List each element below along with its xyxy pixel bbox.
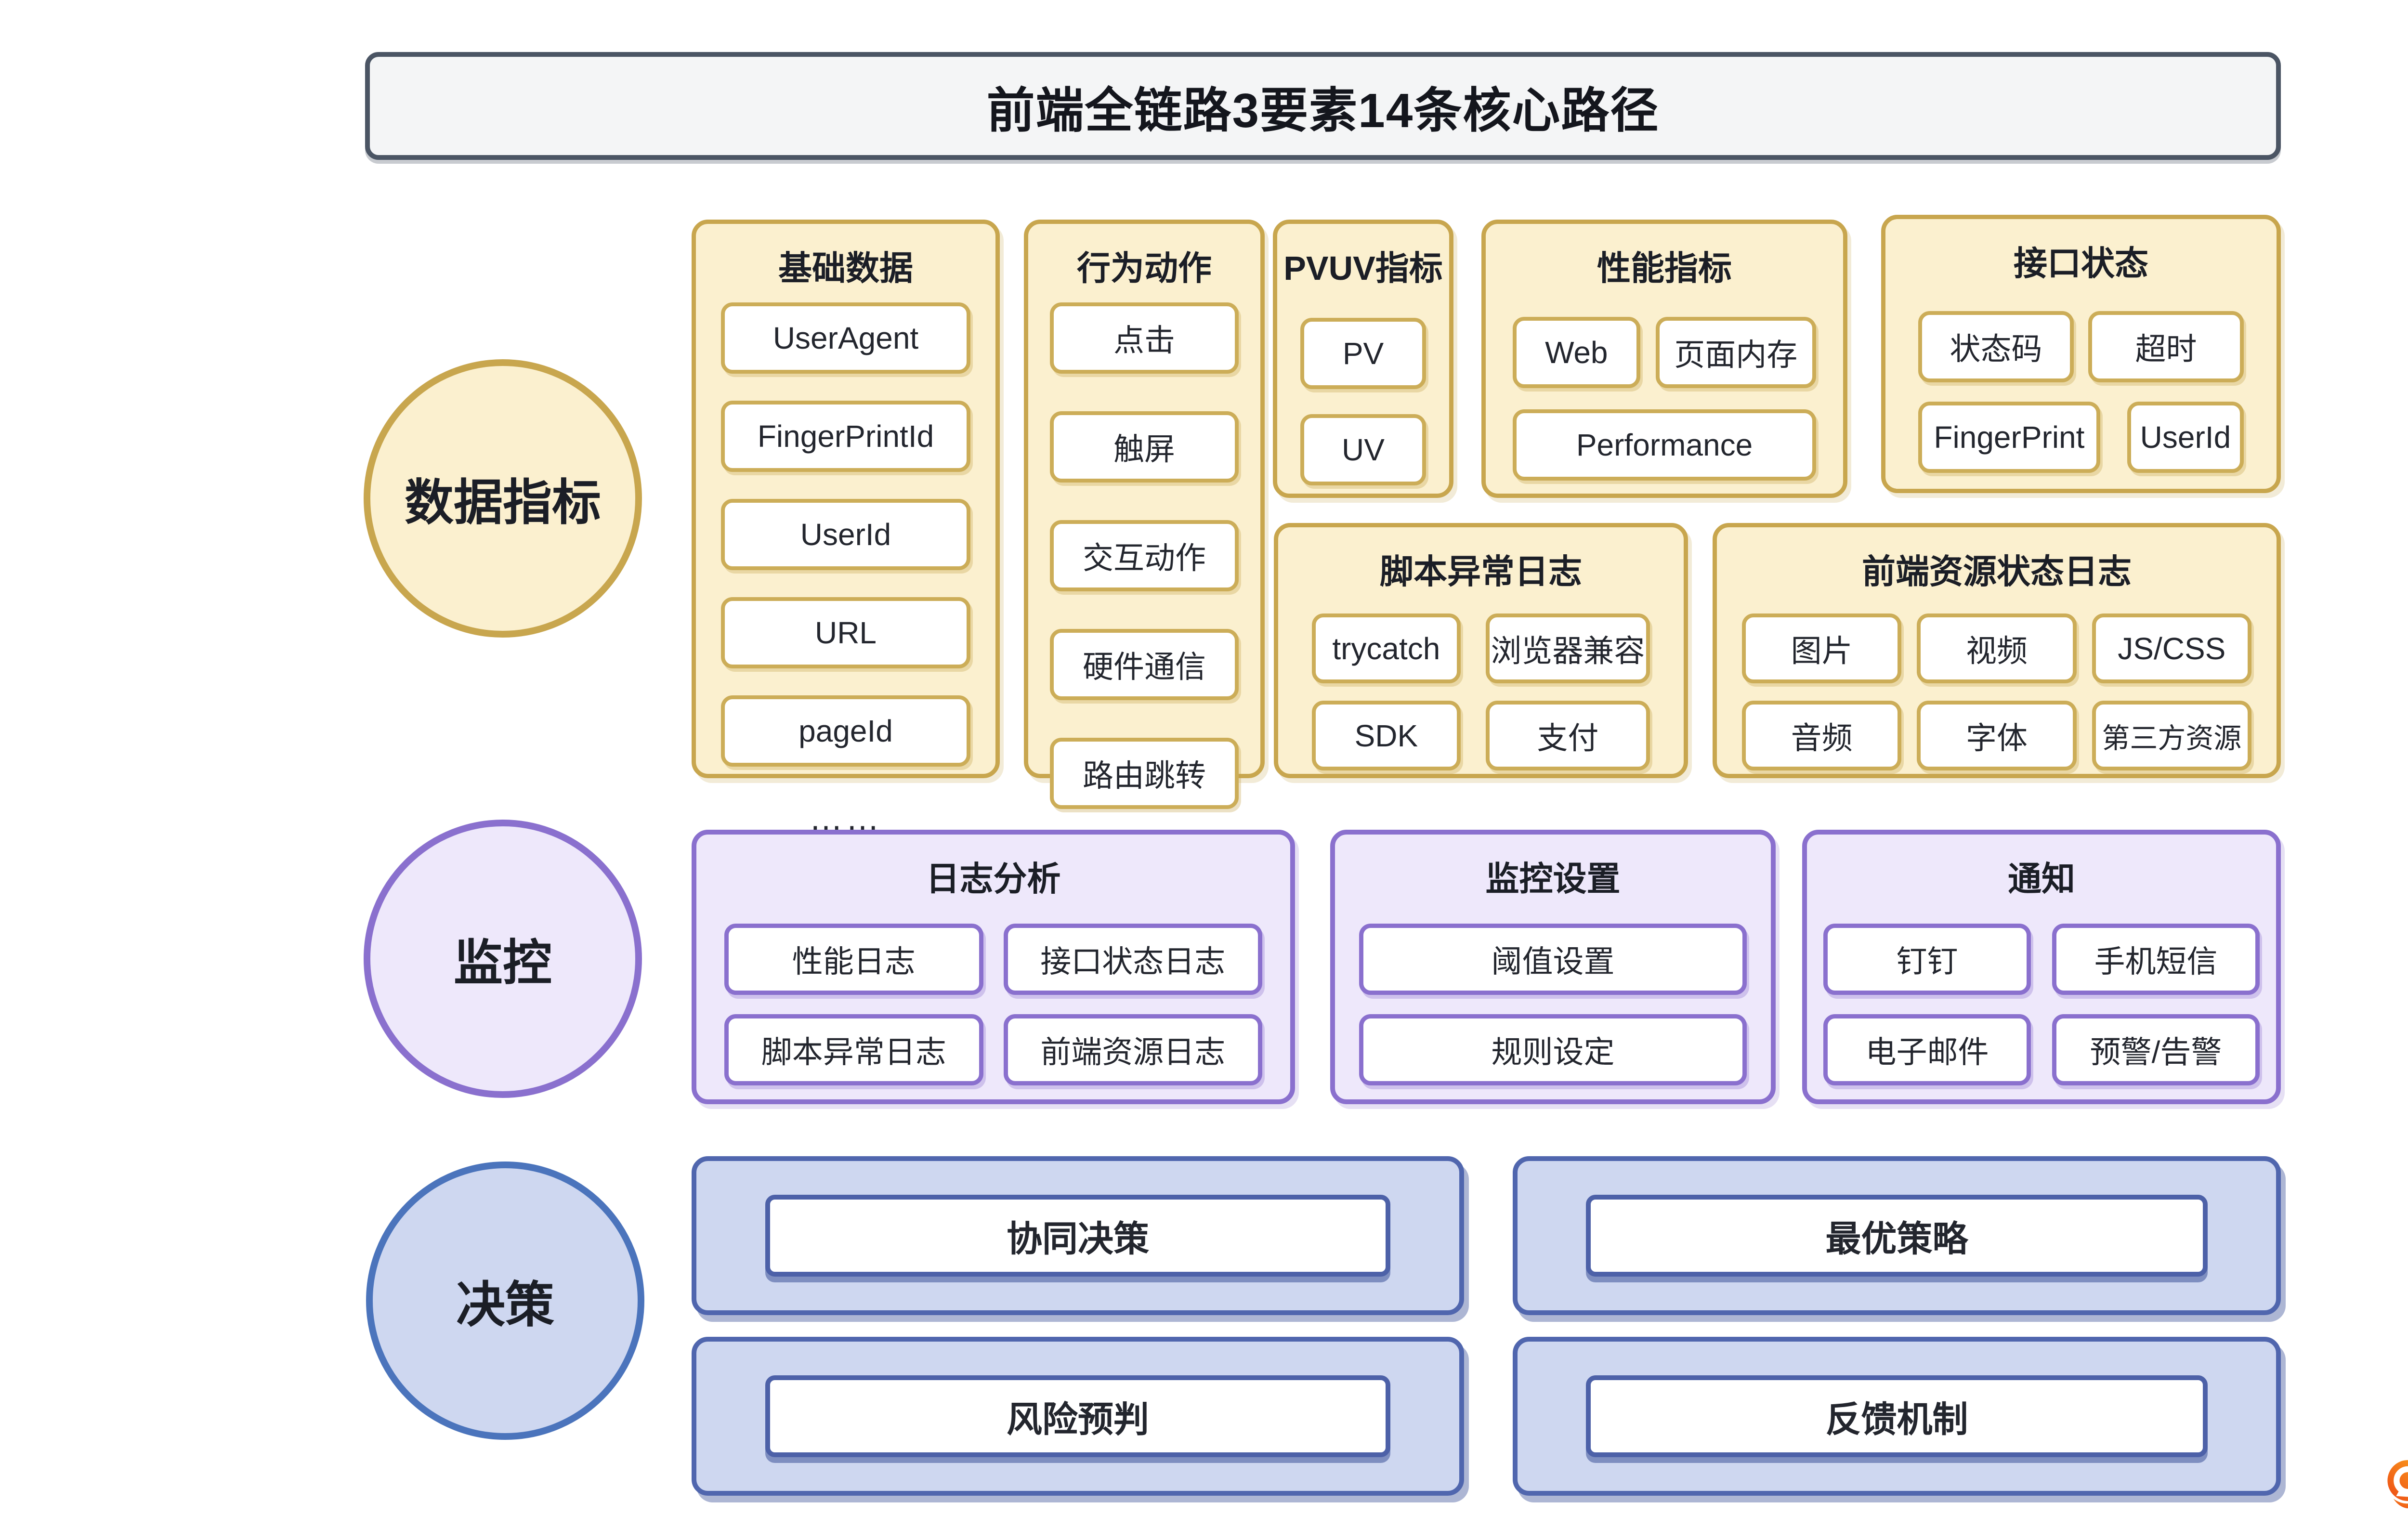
item-fingerprintid: FingerPrintId [721,401,970,472]
panel-behavior-title: 行为动作 [1077,249,1212,287]
api-status-row-1: 状态码 超时 [1885,311,2277,382]
panel-basic-data-title: 基础数据 [778,249,913,287]
panel-log-analysis: 日志分析 性能日志 接口状态日志 脚本异常日志 前端资源日志 [692,830,1295,1104]
panel-notification: 通知 钉钉 手机短信 电子邮件 预警/告警 [1802,830,2281,1104]
ellipsis-more: …… [809,799,882,837]
performance-row-1: Web 页面内存 [1486,317,1843,388]
resource-row-2: 音频 字体 第三方资源 [1717,701,2277,770]
panel-performance-metrics: 性能指标 Web 页面内存 Performance [1481,220,1847,498]
pvuv-list: PV UV [1277,290,1449,485]
item-userid-api: UserId [2127,402,2244,473]
panel-resource-title: 前端资源状态日志 [1862,553,2132,590]
item-touch: 触屏 [1050,411,1239,483]
circle-monitoring: 监控 [364,820,642,1098]
circle-decision: 决策 [366,1162,644,1440]
panel-monitor-settings-title: 监控设置 [1485,860,1621,898]
panel-performance-title: 性能指标 [1597,249,1732,287]
panel-pvuv-metrics: PVUV指标 PV UV [1273,220,1453,498]
item-userid: UserId [721,499,970,570]
notification-row-2: 电子邮件 预警/告警 [1807,1014,2276,1085]
item-frontend-resource-log: 前端资源日志 [1003,1014,1262,1085]
item-performance-api: Performance [1513,409,1816,481]
item-script-error-log: 脚本异常日志 [724,1014,983,1085]
panel-feedback-mechanism: 反馈机制 [1513,1337,2281,1496]
item-sdk: SDK [1312,701,1461,770]
item-feedback-mechanism: 反馈机制 [1585,1375,2208,1457]
item-url: URL [721,597,970,668]
resource-row-1: 图片 视频 JS/CSS [1717,613,2277,683]
script-error-row-2: SDK 支付 [1278,701,1684,770]
log-analysis-row-1: 性能日志 接口状态日志 [696,924,1290,995]
panel-script-error-title: 脚本异常日志 [1380,553,1582,590]
item-click: 点击 [1050,302,1239,374]
item-collaborative-decision: 协同决策 [765,1195,1391,1277]
panel-collaborative-decision: 协同决策 [692,1156,1464,1315]
item-hardware-comm: 硬件通信 [1050,629,1239,700]
item-interaction: 交互动作 [1050,520,1239,591]
item-web: Web [1513,317,1640,388]
log-analysis-row-2: 脚本异常日志 前端资源日志 [696,1014,1290,1085]
item-performance-log: 性能日志 [724,924,983,995]
item-threshold-setting: 阈值设置 [1359,924,1747,995]
behavior-list: 点击 触屏 交互动作 硬件通信 路由跳转 [1028,290,1260,809]
item-status-code: 状态码 [1918,311,2074,382]
panel-monitor-settings: 监控设置 阈值设置 规则设定 [1330,830,1776,1104]
item-alert-warning: 预警/告警 [2052,1014,2260,1085]
item-useragent: UserAgent [721,302,970,374]
item-trycatch: trycatch [1312,613,1461,683]
item-font: 字体 [1917,701,2077,770]
panel-notification-title: 通知 [2008,860,2075,898]
circle-decision-label: 决策 [456,1277,554,1332]
item-audio: 音频 [1742,701,1902,770]
item-image: 图片 [1742,613,1902,683]
item-pv: PV [1300,318,1426,389]
item-risk-prediction: 风险预判 [765,1375,1391,1457]
api-status-row-2: FingerPrint UserId [1885,402,2277,473]
panel-pvuv-title: PVUV指标 [1283,249,1443,287]
item-payment: 支付 [1485,701,1650,770]
item-route-jump: 路由跳转 [1050,738,1239,809]
panel-api-status-title: 接口状态 [2014,245,2148,282]
item-email: 电子邮件 [1823,1014,2031,1085]
item-uv: UV [1300,414,1426,485]
item-optimal-strategy: 最优策略 [1585,1195,2208,1277]
geektime-logo: 极客时间 [2385,1459,2408,1511]
panel-basic-data: 基础数据 UserAgent FingerPrintId UserId URL … [692,220,1000,835]
panel-optimal-strategy: 最优策略 [1513,1156,2281,1315]
notification-row-1: 钉钉 手机短信 [1807,924,2276,995]
panel-resource-status-log: 前端资源状态日志 图片 视频 JS/CSS 音频 字体 第三方资源 [1713,523,2281,778]
basic-data-list: UserAgent FingerPrintId UserId URL pageI… [696,290,995,835]
geektime-logo-icon [2387,1460,2408,1508]
item-timeout: 超时 [2088,311,2244,382]
item-js-css: JS/CSS [2092,613,2251,683]
circle-monitoring-label: 监控 [454,935,552,991]
item-fingerprint: FingerPrint [1918,402,2100,473]
item-browser-compat: 浏览器兼容 [1485,613,1650,683]
monitor-settings-list: 阈值设置 规则设定 [1335,901,1771,1085]
item-third-party-resource: 第三方资源 [2092,701,2251,770]
performance-row-2: Performance [1486,409,1843,481]
page-title-bar: 前端全链路3要素14条核心路径 [365,52,2281,160]
circle-data-metrics: 数据指标 [364,359,642,638]
item-pageid: pageId [721,695,970,767]
item-api-status-log: 接口状态日志 [1003,924,1262,995]
item-dingtalk: 钉钉 [1823,924,2031,995]
circle-data-metrics-label: 数据指标 [405,475,601,530]
panel-api-status: 接口状态 状态码 超时 FingerPrint UserId [1881,215,2281,493]
script-error-row-1: trycatch 浏览器兼容 [1278,613,1684,683]
panel-log-analysis-title: 日志分析 [926,860,1061,898]
item-video: 视频 [1917,613,2077,683]
item-rule-setting: 规则设定 [1359,1014,1747,1085]
panel-behavior-actions: 行为动作 点击 触屏 交互动作 硬件通信 路由跳转 [1024,220,1265,809]
panel-risk-prediction: 风险预判 [692,1337,1464,1496]
item-page-memory: 页面内存 [1655,317,1816,388]
item-sms: 手机短信 [2052,924,2260,995]
panel-script-error-log: 脚本异常日志 trycatch 浏览器兼容 SDK 支付 [1274,523,1688,778]
page-title: 前端全链路3要素14条核心路径 [986,83,1660,138]
